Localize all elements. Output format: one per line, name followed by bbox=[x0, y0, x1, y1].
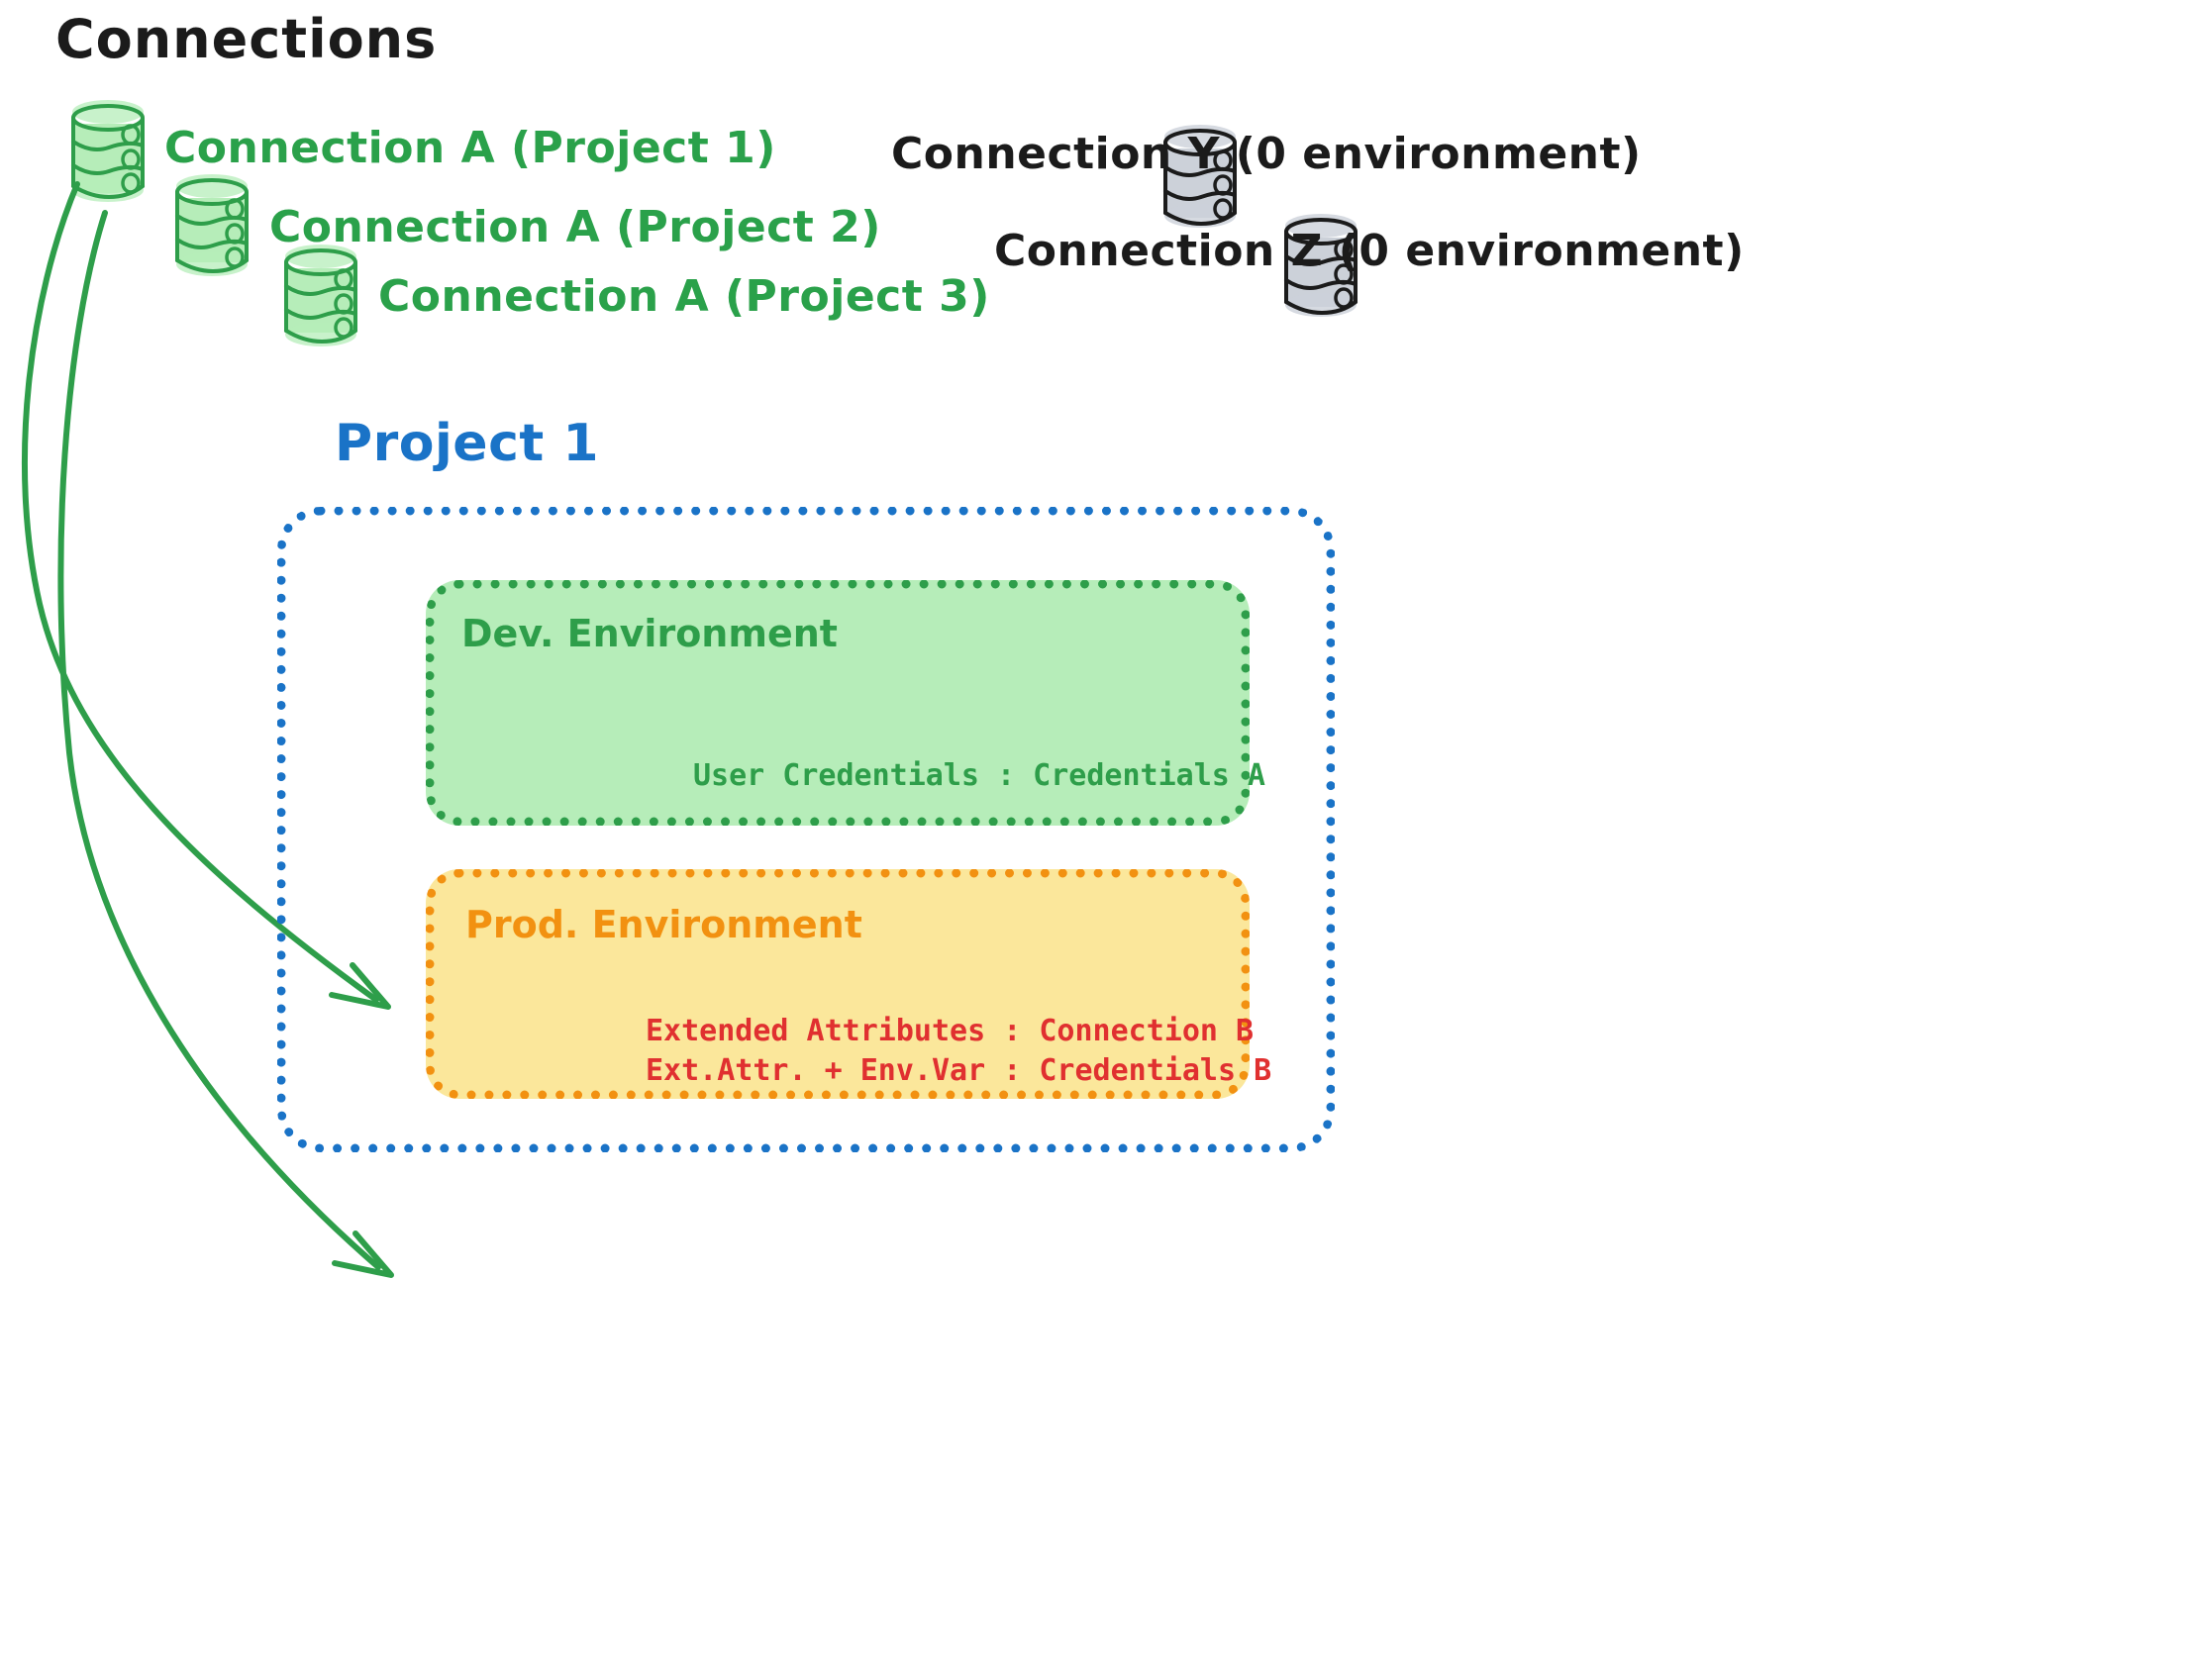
page-title: Connections bbox=[55, 8, 438, 70]
dev-environment-title: Dev. Environment bbox=[461, 612, 838, 655]
connection-label-a-project-1: Connection A (Project 1) bbox=[164, 123, 776, 173]
connection-label-z: Connection Z (0 environment) bbox=[994, 226, 1745, 276]
project-title: Project 1 bbox=[335, 414, 600, 473]
connection-label-a-project-3: Connection A (Project 3) bbox=[378, 271, 990, 322]
prod-environment-box bbox=[426, 869, 1250, 1099]
prod-environment-detail-extended-attributes: Extended Attributes : Connection B bbox=[646, 1014, 1255, 1048]
dev-environment-box bbox=[426, 580, 1250, 826]
database-icon-connection-a-1 bbox=[71, 100, 145, 202]
connection-label-a-project-2: Connection A (Project 2) bbox=[269, 202, 881, 252]
connection-label-y: Connection Y (0 environment) bbox=[891, 129, 1642, 179]
database-icon-connection-a-2 bbox=[175, 174, 249, 276]
prod-environment-detail-ext-attr-env-var: Ext.Attr. + Env.Var : Credentials B bbox=[646, 1053, 1272, 1088]
project-container bbox=[277, 507, 1335, 1152]
dev-environment-detail-user-credentials: User Credentials : Credentials A bbox=[693, 758, 1265, 793]
database-icon-connection-a-3 bbox=[284, 245, 357, 346]
prod-environment-title: Prod. Environment bbox=[465, 903, 862, 946]
